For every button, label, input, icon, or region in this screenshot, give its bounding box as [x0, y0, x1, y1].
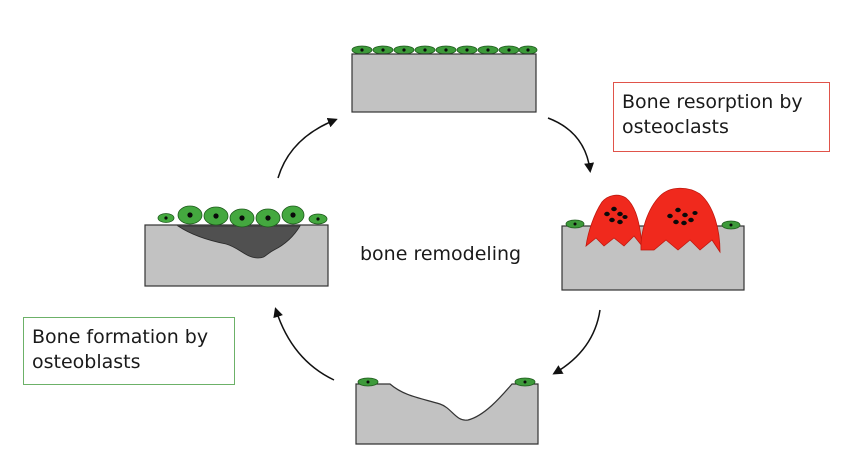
arrow-bottom-to-left [273, 307, 335, 381]
lining-cells [351, 45, 538, 55]
formation-label-line-1: Bone formation by [32, 326, 209, 348]
new-bone-matrix [176, 225, 301, 259]
resorption-label-box: Bone resorption by osteoclasts [613, 82, 830, 152]
arrow-right-to-bottom [552, 309, 601, 375]
osteoblast-nuclei [164, 212, 320, 221]
cycle-arrows [273, 117, 601, 381]
resting-bone-stage [351, 45, 538, 113]
pitted-bone-block [355, 383, 539, 445]
resorption-stage [561, 187, 745, 291]
formation-stage [144, 205, 329, 287]
formation-label-box: Bone formation by osteoblasts [23, 317, 235, 385]
resorption-pit-stage [355, 377, 539, 445]
arrow-top-to-right [547, 117, 595, 173]
resting-bone-block [351, 53, 537, 113]
osteoclast-cell [640, 187, 721, 254]
resorption-label-line-2: osteoclasts [622, 116, 729, 138]
osteoclast-nuclei [604, 206, 698, 226]
arrow-left-to-top [277, 117, 338, 179]
formation-label-line-2: osteoblasts [32, 351, 141, 373]
center-label: bone remodeling [360, 243, 522, 265]
resorption-label-line-1: Bone resorption by [622, 91, 803, 113]
